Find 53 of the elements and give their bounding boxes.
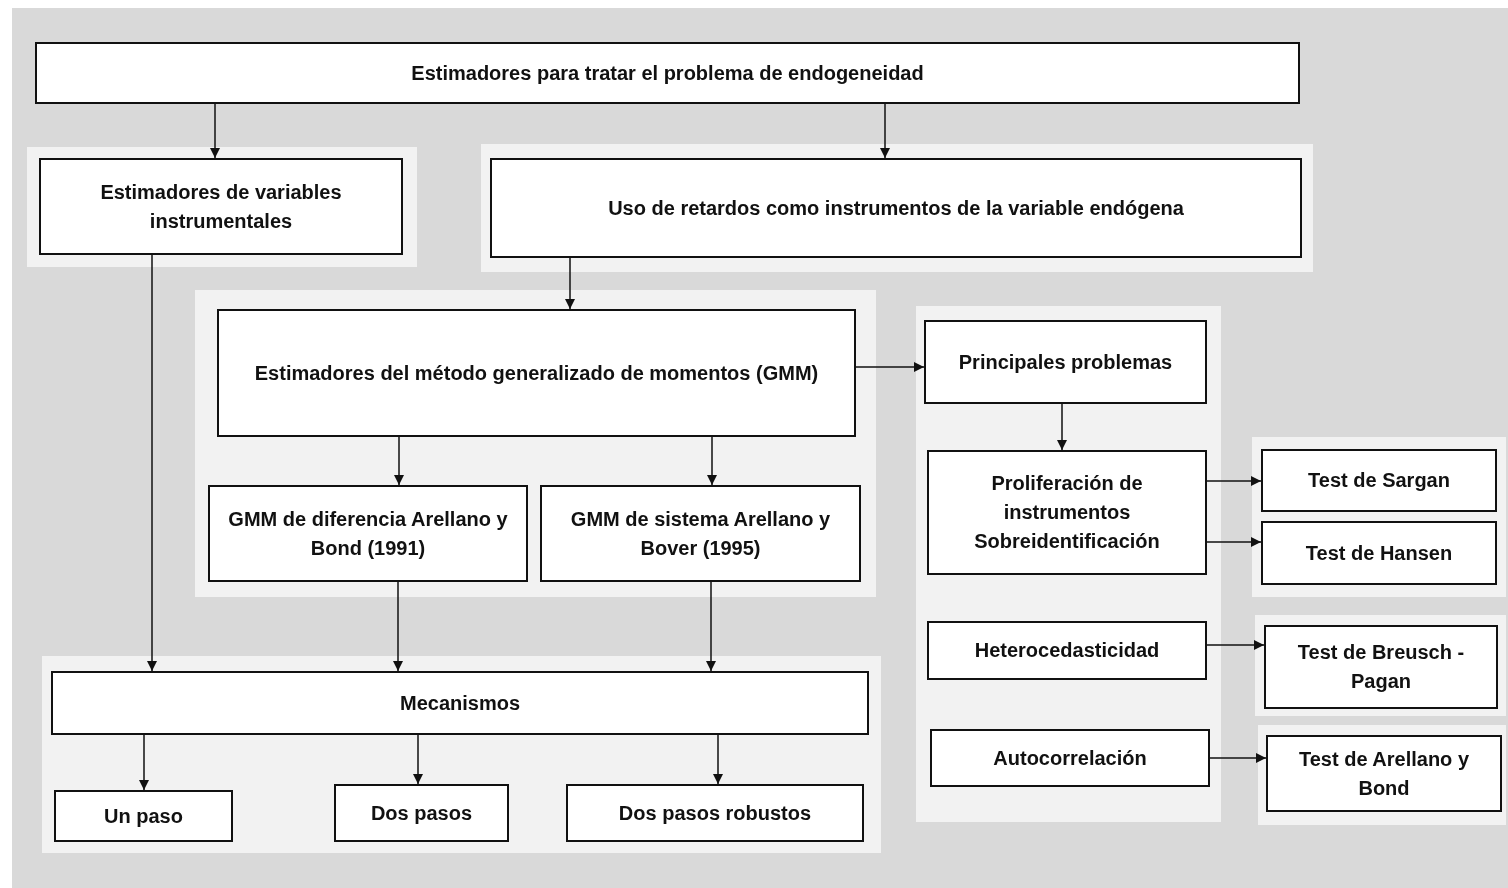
process-box xyxy=(1266,735,1502,812)
process-box xyxy=(1261,521,1497,585)
process-box xyxy=(54,790,233,842)
node-label: Mecanismos xyxy=(399,690,521,716)
node-label: Un paso xyxy=(104,803,183,829)
node-label: Test de Arellano y Bond xyxy=(1297,746,1471,801)
arrow xyxy=(1206,476,1262,486)
process-box xyxy=(39,158,403,255)
node-label: Estimadores del método generalizado de momentos (GMM) xyxy=(254,360,819,386)
node-label: Principales problemas xyxy=(958,349,1173,375)
node-label: Autocorrelación xyxy=(993,745,1147,771)
arrow xyxy=(707,436,717,486)
process-box xyxy=(566,784,864,842)
node-label: Test de Sargan xyxy=(1308,468,1450,493)
node-label: Test de Hansen xyxy=(1305,540,1453,566)
arrow xyxy=(880,103,890,159)
process-box xyxy=(924,320,1207,404)
node-label: GMM de diferencia Arellano y Bond (1991) xyxy=(227,506,509,561)
arrow xyxy=(1206,537,1262,547)
process-box xyxy=(35,42,1300,104)
arrow xyxy=(393,581,403,672)
node-label: Heterocedasticidad xyxy=(974,638,1160,663)
arrow xyxy=(394,436,404,486)
process-box xyxy=(927,450,1207,575)
node-label: Test de Breusch - Pagan xyxy=(1296,640,1466,694)
arrow xyxy=(713,734,723,785)
node-label: Dos pasos xyxy=(370,800,473,826)
node-label: Estimadores de variables instrumentales xyxy=(99,179,343,234)
process-box xyxy=(490,158,1302,258)
node-label: Uso de retardos como instrumentos de la variable endógena xyxy=(608,195,1184,221)
arrow xyxy=(706,581,716,672)
node-label: GMM de sistema Arellano y Bover (1995) xyxy=(569,506,832,561)
process-box xyxy=(927,621,1207,680)
arrow xyxy=(210,103,220,159)
node-label: Estimadores para tratar el problema de endogeneidad xyxy=(411,60,924,86)
arrow xyxy=(1057,403,1067,451)
arrow xyxy=(1206,640,1265,650)
node-label: Dos pasos robustos xyxy=(618,800,812,826)
arrow xyxy=(855,362,925,372)
arrow xyxy=(413,734,423,785)
process-box xyxy=(208,485,528,582)
process-box xyxy=(540,485,861,582)
arrow xyxy=(1209,753,1267,763)
process-box xyxy=(930,729,1210,787)
process-box xyxy=(217,309,856,437)
node-label: Proliferación de instrumentos Sobreidentificación xyxy=(973,471,1161,554)
arrow xyxy=(139,734,149,791)
process-box xyxy=(51,671,869,735)
process-box xyxy=(1261,449,1497,512)
arrow xyxy=(565,257,575,310)
arrow xyxy=(147,254,157,672)
process-box xyxy=(1264,625,1498,709)
process-box xyxy=(334,784,509,842)
